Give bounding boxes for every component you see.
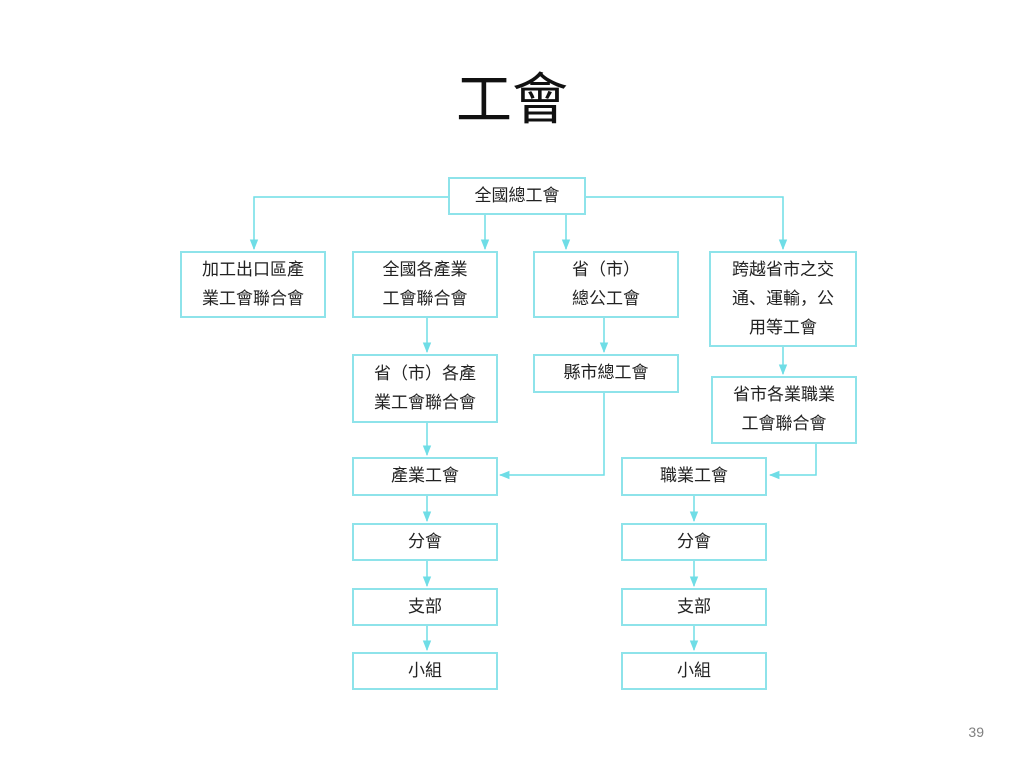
connector-top-right [586, 196, 788, 251]
node-branch-right: 分會 [621, 523, 767, 561]
node-craft-union: 職業工會 [621, 457, 767, 496]
connector-county-to-industrial-union [498, 393, 605, 480]
node-provincial-industrial-federation: 省（市）各產 業工會聯合會 [352, 354, 498, 423]
connector-craft-federation-to-craft-union [768, 444, 817, 480]
node-provincial-federation: 省（市） 總公工會 [533, 251, 679, 318]
node-provincial-craft-federation: 省市各業職業 工會聯合會 [711, 376, 857, 444]
node-section-right: 支部 [621, 588, 767, 626]
node-cross-region-union: 跨越省市之交 通、運輸，公 用等工會 [709, 251, 857, 347]
node-group-right: 小組 [621, 652, 767, 690]
connector-top-left [249, 196, 448, 251]
node-branch-left: 分會 [352, 523, 498, 561]
node-industrial-union: 產業工會 [352, 457, 498, 496]
node-county-federation: 縣市總工會 [533, 354, 679, 393]
page-number: 39 [968, 724, 984, 740]
node-section-left: 支部 [352, 588, 498, 626]
node-group-left: 小組 [352, 652, 498, 690]
node-national-industrial-federation: 全國各產業 工會聯合會 [352, 251, 498, 318]
slide-title: 工會 [456, 68, 568, 133]
node-national-federation: 全國總工會 [448, 177, 586, 215]
node-processing-zone-union: 加工出口區產 業工會聯合會 [180, 251, 326, 318]
